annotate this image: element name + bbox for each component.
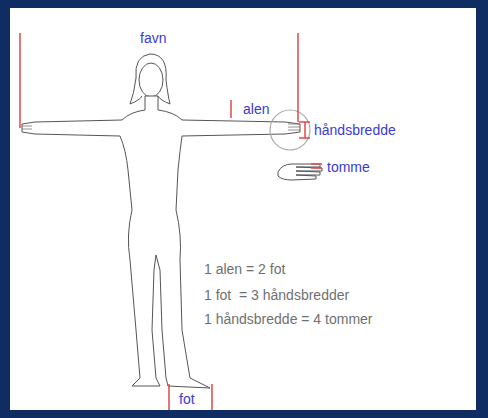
conversion-note: 1 håndsbredde = 4 tommer [203,311,374,327]
conversion-note: 1 alen = 2 fot [203,261,286,277]
measure-name: fot [178,391,196,407]
conversion-note: 1 fot = 3 håndsbredder [203,287,350,303]
measure-name: favn [139,30,167,46]
white-panel [10,8,476,410]
measure-name: alen [242,101,270,117]
measure-name: tomme [326,159,371,175]
measure-name: håndsbredde [313,122,397,138]
